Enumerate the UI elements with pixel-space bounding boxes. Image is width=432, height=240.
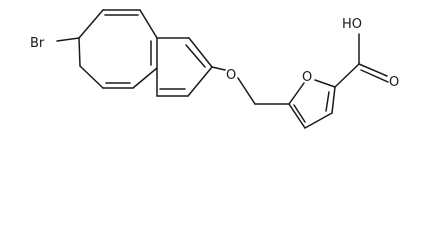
bond	[334, 63, 360, 88]
bond	[288, 103, 306, 129]
bond	[288, 82, 305, 105]
bond	[79, 65, 104, 89]
naphthalene-ring-right	[156, 37, 213, 97]
naphthalene-ring-left	[78, 9, 158, 89]
chemical-structure: Br O O HO O	[30, 9, 399, 129]
bond	[293, 104, 306, 123]
bond	[325, 91, 330, 112]
bond	[132, 67, 158, 89]
ether-oxygen-atom-label: O	[226, 68, 236, 83]
bromine-atom-label: Br	[30, 36, 45, 51]
bond	[139, 9, 158, 39]
bond	[187, 66, 213, 97]
carbonyl-oxygen-atom-label: O	[389, 75, 399, 90]
furan-ring	[288, 79, 336, 129]
bond	[331, 86, 336, 114]
bond	[78, 37, 81, 67]
carboxylic-acid-group	[334, 33, 389, 88]
bond	[360, 69, 389, 83]
bond	[304, 112, 333, 129]
bond	[56, 37, 80, 42]
bond	[314, 79, 336, 88]
bond	[185, 44, 206, 68]
furan-oxygen-atom-label: O	[302, 70, 312, 85]
bond	[358, 63, 388, 77]
substituent-bonds	[56, 37, 290, 105]
bond	[211, 66, 226, 71]
bond	[188, 37, 213, 68]
carboxyl-hydroxyl-atom-label: HO	[342, 17, 362, 32]
bond	[78, 9, 104, 39]
bond	[237, 77, 256, 105]
